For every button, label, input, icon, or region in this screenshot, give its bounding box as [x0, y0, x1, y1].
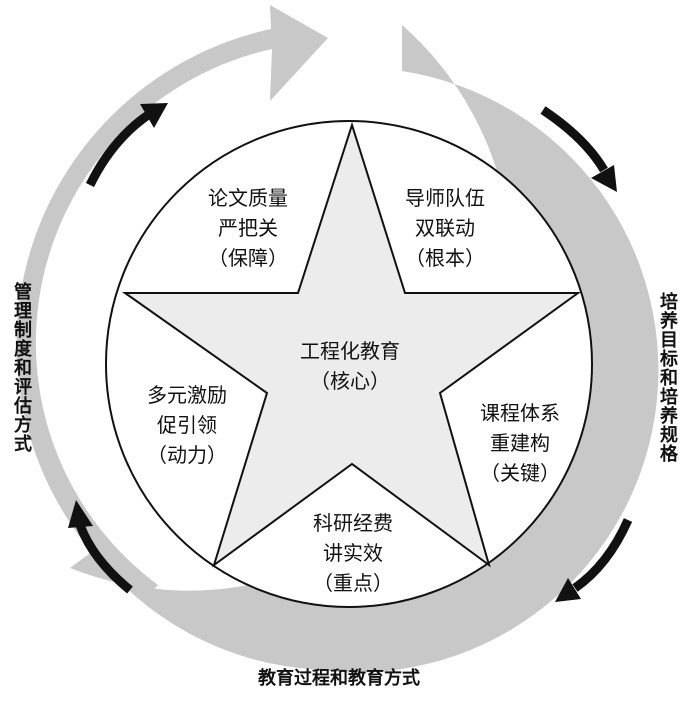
- segment-thesis-line3: （保障）: [208, 246, 288, 270]
- segment-mentor-line3: （根本）: [405, 246, 485, 270]
- outer-label-right: 培养目标和培养规格: [657, 292, 678, 463]
- arrow-bottom-right: [555, 518, 633, 602]
- arrow-bottom-left: [68, 500, 133, 594]
- segment-thesis-line1: 论文质量: [208, 186, 288, 210]
- segment-incentive-line2: 促引领: [157, 413, 217, 437]
- segment-incentive: 多元激励 促引领 （动力）: [122, 380, 252, 470]
- outer-label-bottom: 教育过程和教育方式: [258, 668, 420, 689]
- segment-mentor-line2: 双联动: [415, 216, 475, 240]
- segment-thesis-line2: 严把关: [218, 216, 278, 240]
- segment-research-line3: （重点）: [313, 571, 393, 595]
- star: [121, 121, 582, 568]
- segment-research-line1: 科研经费: [313, 511, 393, 535]
- arrow-top-right: [540, 106, 617, 192]
- segment-research-line2: 讲实效: [323, 541, 383, 565]
- segment-thesis: 论文质量 严把关 （保障）: [183, 183, 313, 273]
- segment-mentor-line1: 导师队伍: [405, 186, 485, 210]
- center-line1: 工程化教育: [300, 339, 400, 363]
- center-line2: （核心）: [310, 369, 390, 393]
- outer-label-left: 管理制度和评估方式: [11, 282, 32, 453]
- segment-course: 课程体系 重建构 （关键）: [455, 398, 585, 488]
- outer-ring-left: [16, 5, 329, 601]
- arrow-top-left: [85, 103, 168, 187]
- segment-course-line1: 课程体系: [480, 401, 560, 425]
- center-label: 工程化教育 （核心）: [260, 336, 440, 396]
- segment-course-line3: （关键）: [480, 461, 560, 485]
- segment-course-line2: 重建构: [490, 431, 550, 455]
- segment-incentive-line3: （动力）: [147, 443, 227, 467]
- segment-mentor: 导师队伍 双联动 （根本）: [380, 183, 510, 273]
- segment-incentive-line1: 多元激励: [147, 383, 227, 407]
- segment-research: 科研经费 讲实效 （重点）: [288, 508, 418, 598]
